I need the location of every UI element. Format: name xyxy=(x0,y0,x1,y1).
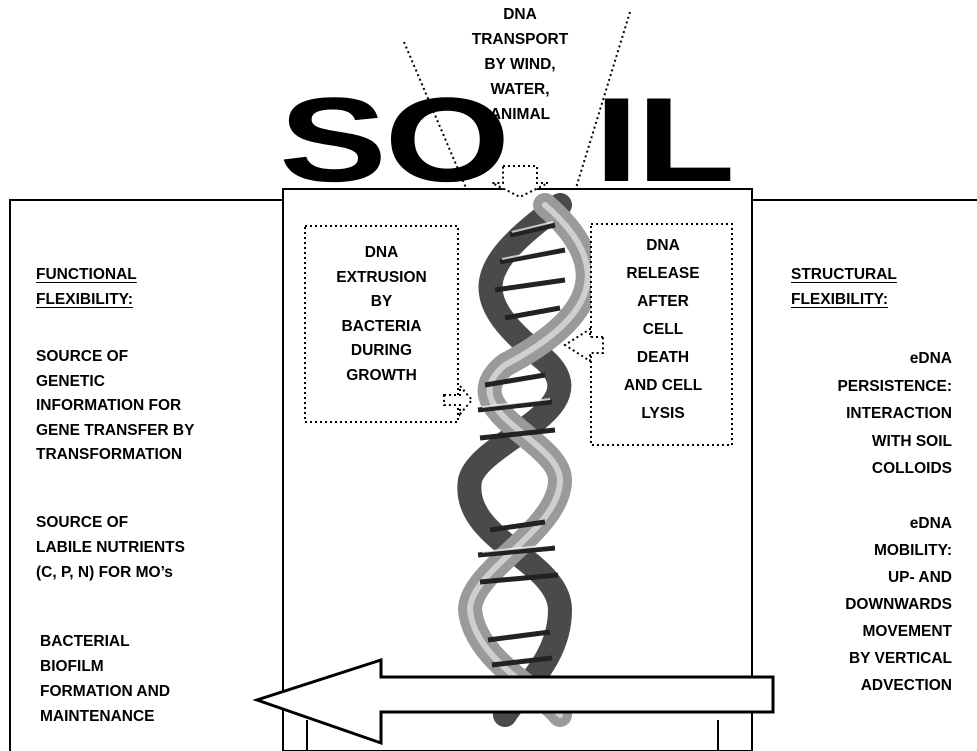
functional-line: SOURCE OF xyxy=(36,510,185,535)
transport-line: BY WIND, xyxy=(430,52,610,77)
release-line: DNA xyxy=(598,232,728,260)
structural-line: UP- AND xyxy=(845,564,952,591)
structural-line: PERSISTENCE: xyxy=(837,373,952,401)
release-line: LYSIS xyxy=(598,400,728,428)
structural-heading: STRUCTURAL FLEXIBILITY: xyxy=(791,262,897,312)
functional-line: MAINTENANCE xyxy=(40,704,170,729)
structural-line: INTERACTION xyxy=(837,400,952,428)
functional-item-nutrients: SOURCE OF LABILE NUTRIENTS (C, P, N) FOR… xyxy=(36,510,185,585)
functional-heading-line: FLEXIBILITY: xyxy=(36,287,137,312)
structural-item-persistence: eDNA PERSISTENCE: INTERACTION WITH SOIL … xyxy=(837,345,952,483)
soil-title-right: IL xyxy=(594,90,733,190)
extrusion-line: GROWTH xyxy=(305,364,458,389)
transport-line: TRANSPORT xyxy=(430,27,610,52)
transport-line: DNA xyxy=(430,2,610,27)
functional-line: GENETIC xyxy=(36,370,194,395)
functional-line: FORMATION AND xyxy=(40,679,170,704)
transport-line: WATER, xyxy=(430,77,610,102)
release-line: CELL xyxy=(598,316,728,344)
functional-line: (C, P, N) FOR MO’s xyxy=(36,560,185,585)
extrusion-line: BACTERIA xyxy=(305,315,458,340)
functional-line: BIOFILM xyxy=(40,654,170,679)
functional-item-genetic: SOURCE OF GENETIC INFORMATION FOR GENE T… xyxy=(36,345,194,468)
functional-line: GENE TRANSFER BY xyxy=(36,419,194,444)
extrusion-text: DNA EXTRUSION BY BACTERIA DURING GROWTH xyxy=(305,241,458,388)
functional-item-biofilm: BACTERIAL BIOFILM FORMATION AND MAINTENA… xyxy=(40,629,170,729)
structural-line: BY VERTICAL xyxy=(845,645,952,672)
transport-text: DNA TRANSPORT BY WIND, WATER, ANIMAL xyxy=(430,2,610,127)
release-text: DNA RELEASE AFTER CELL DEATH AND CELL LY… xyxy=(598,232,728,428)
functional-line: BACTERIAL xyxy=(40,629,170,654)
functional-line: LABILE NUTRIENTS xyxy=(36,535,185,560)
structural-heading-line: STRUCTURAL xyxy=(791,262,897,287)
functional-heading: FUNCTIONAL FLEXIBILITY: xyxy=(36,262,137,312)
release-line: AFTER xyxy=(598,288,728,316)
functional-line: TRANSFORMATION xyxy=(36,443,194,468)
functional-line: INFORMATION FOR xyxy=(36,394,194,419)
extrusion-line: BY xyxy=(305,290,458,315)
functional-heading-line: FUNCTIONAL xyxy=(36,262,137,287)
structural-line: MOBILITY: xyxy=(845,537,952,564)
extrusion-line: EXTRUSION xyxy=(305,266,458,291)
extrusion-line: DNA xyxy=(305,241,458,266)
structural-line: eDNA xyxy=(845,510,952,537)
structural-line: MOVEMENT xyxy=(845,618,952,645)
release-line: AND CELL xyxy=(598,372,728,400)
structural-line: WITH SOIL xyxy=(837,428,952,456)
structural-item-mobility: eDNA MOBILITY: UP- AND DOWNWARDS MOVEMEN… xyxy=(845,510,952,699)
release-line: DEATH xyxy=(598,344,728,372)
structural-heading-line: FLEXIBILITY: xyxy=(791,287,897,312)
transport-line: ANIMAL xyxy=(430,102,610,127)
structural-line: ADVECTION xyxy=(845,672,952,699)
release-line: RELEASE xyxy=(598,260,728,288)
functional-line: SOURCE OF xyxy=(36,345,194,370)
extrusion-line: DURING xyxy=(305,339,458,364)
structural-line: DOWNWARDS xyxy=(845,591,952,618)
structural-line: COLLOIDS xyxy=(837,455,952,483)
structural-line: eDNA xyxy=(837,345,952,373)
